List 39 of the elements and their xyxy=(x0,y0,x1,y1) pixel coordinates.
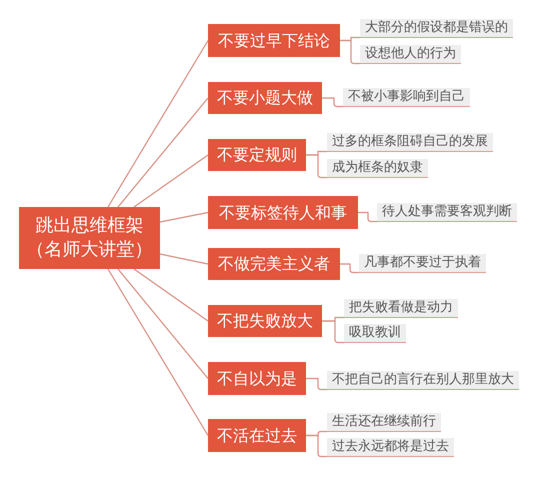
note-box: 过多的框条阻碍自己的发展 xyxy=(327,133,493,152)
branch-box: 不活在过去 xyxy=(208,419,306,452)
note-box: 把失败看做是动力 xyxy=(344,299,458,318)
connector-line xyxy=(340,40,360,64)
connector-line xyxy=(118,98,208,208)
connector-line xyxy=(118,268,208,379)
connector-line xyxy=(134,154,208,208)
branch-box: 不要小题大做 xyxy=(208,82,322,114)
topic-title: 跳出思维框架 xyxy=(36,214,144,238)
connector-line xyxy=(340,263,359,274)
connector-line xyxy=(306,378,327,390)
note-box: 大部分的假设都是错误的 xyxy=(360,19,513,38)
connector-line xyxy=(107,40,209,208)
note-box: 待人处事需要客观判断 xyxy=(377,203,517,222)
topic-subtitle: （名师大讲堂） xyxy=(26,238,152,262)
connector-line xyxy=(160,212,208,223)
note-box: 不把自己的言行在别人那里放大 xyxy=(327,371,519,390)
topic-box xyxy=(19,207,160,269)
note-box: 设想他人的行为 xyxy=(360,45,461,64)
branch-box: 不要定规则 xyxy=(208,139,306,171)
connector-line xyxy=(322,97,343,108)
note-box: 不被小事影响到自己 xyxy=(343,88,470,107)
note-box: 凡事都不要过于执着 xyxy=(359,254,486,273)
connector-line xyxy=(306,154,327,178)
branch-box: 不做完美主义者 xyxy=(208,248,340,280)
connector-line xyxy=(358,212,377,222)
note-box: 生活还在继续前行 xyxy=(327,413,441,432)
connector-line xyxy=(134,268,208,322)
branch-box: 不要过早下结论 xyxy=(208,24,340,57)
note-box: 成为框条的奴隶 xyxy=(327,159,428,178)
note-box: 吸取教训 xyxy=(344,324,406,343)
connector-line xyxy=(322,320,344,344)
note-box: 过去永远都将是过去 xyxy=(327,438,454,457)
branch-box: 不要标签待人和事 xyxy=(208,196,358,229)
connector-line xyxy=(107,268,209,436)
connector-line xyxy=(160,253,208,265)
branch-box: 不自以为是 xyxy=(208,362,306,395)
connector-line xyxy=(306,434,327,458)
branch-box: 不把失败放大 xyxy=(208,305,322,337)
